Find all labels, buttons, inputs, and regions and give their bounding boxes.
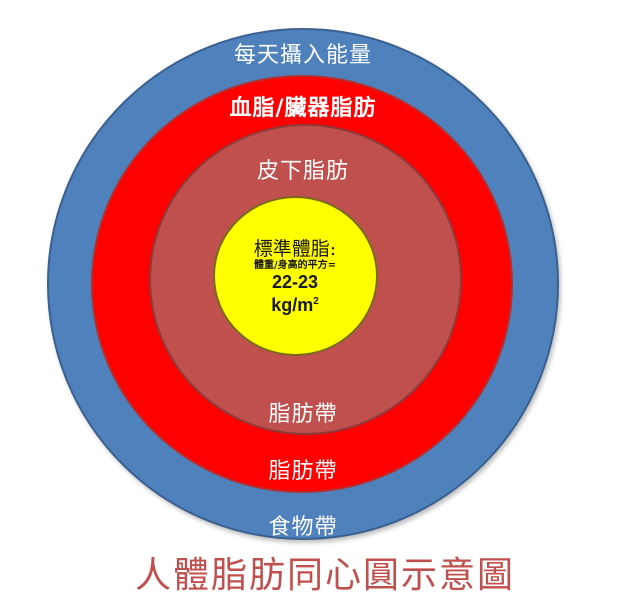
diagram-caption: 人體脂肪同心圓示意圖 <box>134 555 516 596</box>
blood-visceral-fat-label: 血脂/臟器脂肪 <box>229 95 377 121</box>
core-unit: kg/m2 <box>271 295 319 316</box>
core-formula: 體重/身高的平方= <box>253 260 337 271</box>
standard-body-fat-core <box>213 196 378 356</box>
daily-intake-label: 每天攝入能量 <box>233 43 373 68</box>
subcutaneous-fat-label: 皮下脂肪 <box>256 159 350 184</box>
unit-exponent: 2 <box>313 296 319 307</box>
food-band-label: 食物帶 <box>268 515 338 540</box>
fat-band-outer-label: 脂肪帶 <box>268 459 338 484</box>
core-title: 標準體脂: <box>253 238 337 260</box>
fat-band-inner-label: 脂肪帶 <box>268 402 338 427</box>
unit-base: kg/m <box>271 295 314 315</box>
core-range: 22-23 <box>271 272 319 292</box>
